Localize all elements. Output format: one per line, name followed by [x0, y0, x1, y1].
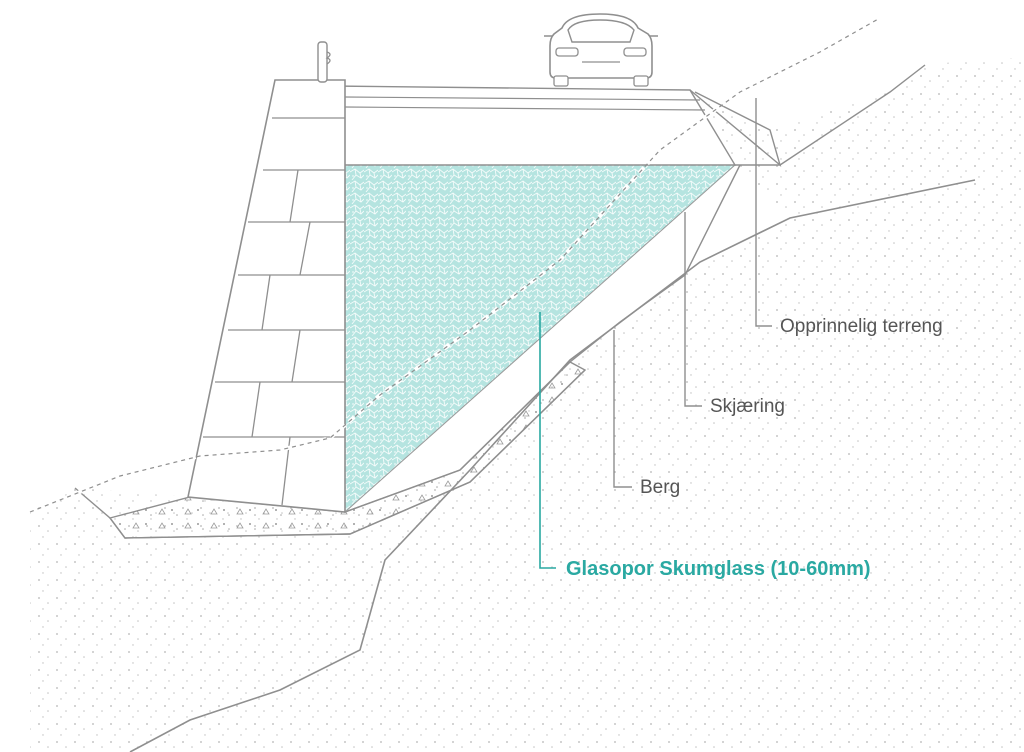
- leader-cut: [684, 212, 702, 407]
- original-terrain-dashed-outline: [29, 17, 881, 513]
- label-rock: Berg: [640, 477, 680, 498]
- road-shoulder: [689, 89, 782, 167]
- upper-terrain-area: [695, 58, 1024, 218]
- block-wall: [187, 79, 346, 513]
- leader-material: [539, 312, 556, 569]
- guardrail-post-icon: [317, 41, 331, 83]
- left-ground-line: [74, 369, 586, 539]
- leader-terrain: [755, 98, 772, 327]
- ground-soil-area: [30, 180, 1024, 752]
- label-original-terrain: Opprinnelig terreng: [780, 316, 943, 337]
- car-icon: [544, 13, 658, 87]
- right-terrain-line: [735, 64, 926, 166]
- label-foam-glass: Glasopor Skumglass (10-60mm): [566, 558, 871, 580]
- leader-rock: [613, 330, 632, 488]
- road-surface-line: [344, 96, 706, 111]
- label-cut: Skjæring: [710, 396, 785, 417]
